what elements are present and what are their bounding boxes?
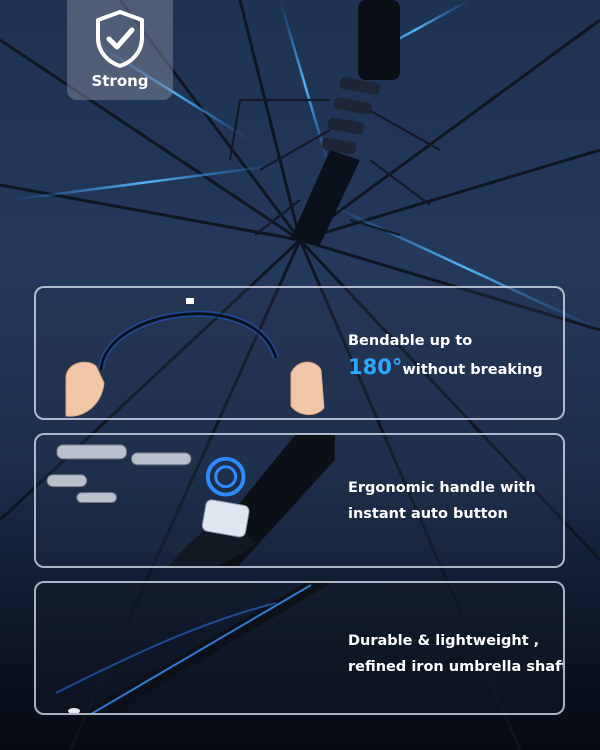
- feature-line1: Durable & lightweight ,: [348, 633, 540, 649]
- feature-caption-bendable: Bendable up to 180°without breaking: [348, 328, 543, 383]
- strong-badge: Strong: [67, 0, 173, 100]
- feature-line2: instant auto button: [348, 506, 508, 522]
- bent-rib-illustration: [65, 298, 325, 417]
- feature-caption-shaft: Durable & lightweight , refined iron umb…: [348, 628, 565, 680]
- feature-line2: 180°without breaking: [348, 354, 543, 383]
- feature-line1: Ergonomic handle with: [348, 480, 536, 496]
- feature-panel-bendable: Bendable up to 180°without breaking: [34, 286, 565, 420]
- feature-line1: Bendable up to: [348, 333, 473, 349]
- feature-line2-rest: without breaking: [402, 362, 543, 378]
- shield-check-icon: [96, 10, 144, 68]
- feature-panel-handle: Ergonomic handle with instant auto butto…: [34, 433, 565, 568]
- feature-highlight-180: 180°: [348, 355, 403, 379]
- badge-label: Strong: [91, 72, 149, 90]
- feature-panel-shaft: Durable & lightweight , refined iron umb…: [34, 581, 565, 715]
- feature-caption-handle: Ergonomic handle with instant auto butto…: [348, 475, 536, 527]
- handle-illustration: [46, 435, 335, 566]
- feature-line2: refined iron umbrella shaft: [348, 659, 565, 675]
- shaft-illustration: [55, 583, 331, 713]
